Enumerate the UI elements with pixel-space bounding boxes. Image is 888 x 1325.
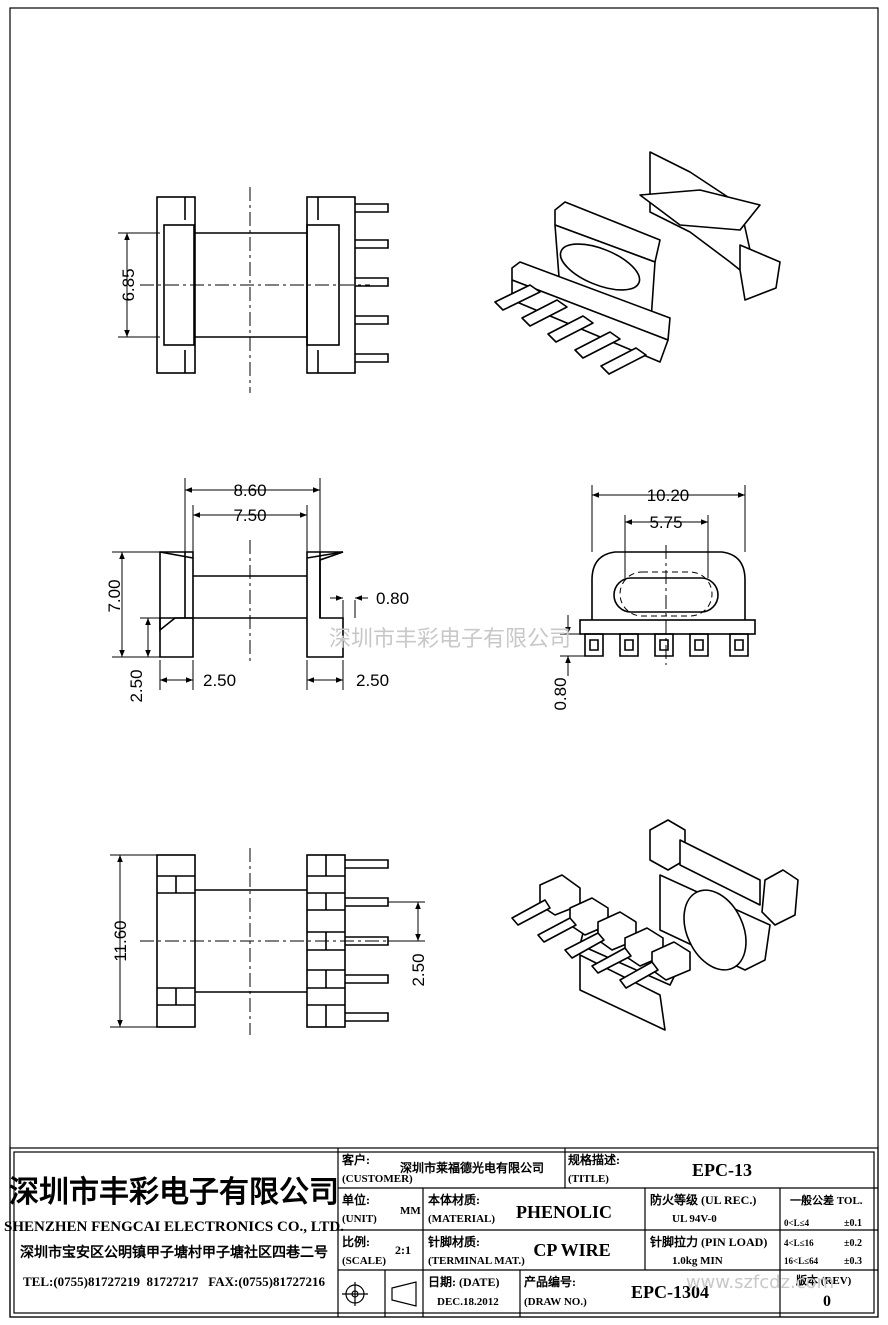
date-label: 日期: (DATE) bbox=[428, 1274, 499, 1289]
rev-label: 版本 (REV) bbox=[796, 1273, 852, 1287]
iso-view-bottom bbox=[511, 819, 799, 1031]
tol-range-3: 16<L≤64 bbox=[784, 1256, 819, 1266]
dim-front-inner-width: 7.50 bbox=[233, 506, 266, 525]
customer-label-en: (CUSTOMER) bbox=[342, 1173, 413, 1185]
terminal-label-cn: 针脚材质: bbox=[428, 1234, 480, 1249]
material-label-en: (MATERIAL) bbox=[428, 1213, 495, 1225]
draw-label-cn: 产品编号: bbox=[524, 1274, 576, 1289]
draw-value: EPC-1304 bbox=[631, 1282, 709, 1302]
watermark-corner: www.szfcdz.com bbox=[686, 1272, 834, 1293]
ul-label: 防火等级 (UL REC.) bbox=[650, 1192, 756, 1207]
unit-label-cn: 单位: bbox=[342, 1192, 370, 1207]
iso-view-top bbox=[494, 151, 781, 375]
tol-value-2: ±0.2 bbox=[844, 1238, 862, 1249]
front-view bbox=[112, 478, 368, 690]
draw-label-en: (DRAW NO.) bbox=[524, 1296, 587, 1308]
tol-value-1: ±0.1 bbox=[844, 1218, 862, 1229]
bottom-view bbox=[110, 848, 425, 1035]
dim-front-foot-right: 2.50 bbox=[356, 671, 389, 690]
unit-label-en: (UNIT) bbox=[342, 1213, 377, 1225]
terminal-label-en: (TERMINAL MAT.) bbox=[428, 1255, 525, 1267]
title-label-cn: 规格描述: bbox=[568, 1152, 620, 1167]
title-label-en: (TITLE) bbox=[568, 1173, 609, 1185]
dim-bottom-pin-pitch: 2.50 bbox=[409, 953, 428, 986]
dim-side-total-width: 10.20 bbox=[647, 486, 690, 505]
title-value: EPC-13 bbox=[692, 1160, 752, 1180]
company-contact: TEL:(0755)81727219 81727217 FAX:(0755)81… bbox=[23, 1274, 325, 1289]
customer-value: 深圳市莱福德光电有限公司 bbox=[400, 1160, 544, 1175]
tol-value-3: ±0.3 bbox=[844, 1256, 862, 1267]
ul-value: UL 94V-0 bbox=[672, 1213, 717, 1225]
scale-label-en: (SCALE) bbox=[342, 1255, 386, 1267]
terminal-value: CP WIRE bbox=[533, 1240, 610, 1260]
dim-top-height: 6.85 bbox=[119, 268, 138, 301]
dim-front-foot-left: 2.50 bbox=[203, 671, 236, 690]
dim-front-height: 7.00 bbox=[105, 579, 124, 612]
side-view bbox=[560, 485, 756, 676]
material-label-cn: 本体材质: bbox=[428, 1192, 480, 1207]
customer-label-cn: 客户: bbox=[341, 1152, 370, 1167]
pin-load-label: 针脚拉力 (PIN LOAD) bbox=[650, 1234, 767, 1249]
watermark-center: 深圳市丰彩电子有限公司 bbox=[329, 627, 571, 652]
dim-front-foot-height: 2.50 bbox=[127, 669, 146, 702]
scale-value: 2:1 bbox=[395, 1243, 411, 1257]
tol-range-1: 0<L≤4 bbox=[784, 1218, 810, 1228]
tol-label: 一般公差 TOL. bbox=[790, 1193, 863, 1207]
company-name-en: SHENZHEN FENGCAI ELECTRONICS CO., LTD. bbox=[4, 1219, 344, 1235]
unit-value: MM bbox=[400, 1205, 421, 1217]
dim-side-pin-height: 0.80 bbox=[551, 677, 570, 710]
title-block-frame bbox=[9, 1147, 879, 1318]
dim-bottom-total-length: 11.60 bbox=[111, 920, 130, 961]
company-address: 深圳市宝安区公明镇甲子塘村甲子塘社区四巷二号 bbox=[20, 1244, 328, 1261]
tol-range-2: 4<L≤16 bbox=[784, 1238, 814, 1248]
date-value: DEC.18.2012 bbox=[437, 1296, 499, 1308]
dim-front-flange: 0.80 bbox=[376, 589, 409, 608]
material-value: PHENOLIC bbox=[516, 1202, 612, 1222]
top-view bbox=[118, 187, 389, 393]
rev-value: 0 bbox=[823, 1293, 831, 1310]
company-name-cn: 深圳市丰彩电子有限公司 bbox=[9, 1175, 339, 1209]
pin-load-value: 1.0kg MIN bbox=[672, 1255, 723, 1267]
projection-symbol bbox=[342, 1281, 417, 1307]
dim-front-total-width: 8.60 bbox=[233, 481, 266, 500]
dim-side-slot-width: 5.75 bbox=[649, 513, 682, 532]
scale-label-cn: 比例: bbox=[342, 1234, 370, 1249]
